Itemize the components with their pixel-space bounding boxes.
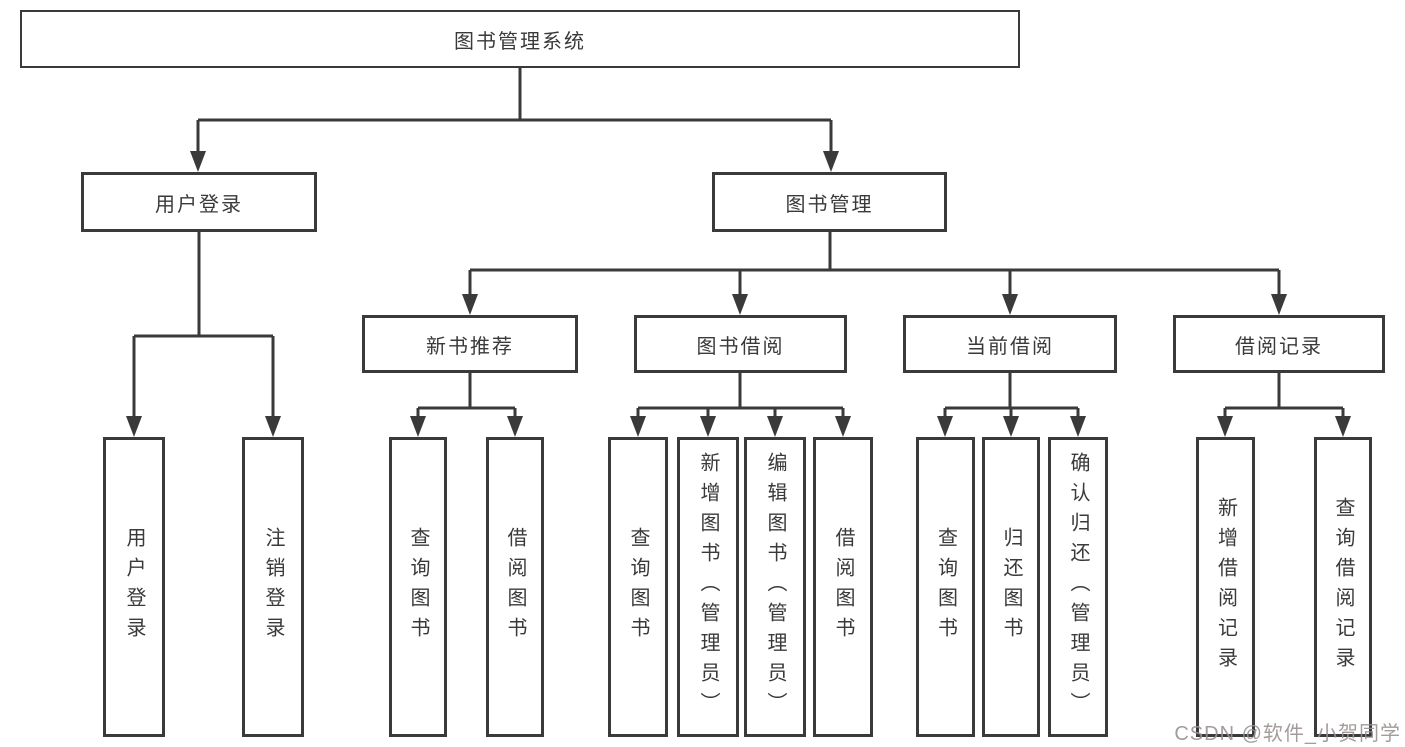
arrowhead-current-borrowing: [1002, 294, 1018, 315]
node-new-book-recommend: 新书推荐: [362, 315, 578, 373]
leaf-query-borrow-record: 查询借阅记录: [1314, 437, 1372, 737]
leaf-query-books-1: 查询图书: [389, 437, 447, 737]
arrowhead-user-login: [190, 151, 206, 172]
connector-user-login-children: [126, 232, 281, 437]
leaf-borrow-books-1-label: 借阅图书: [504, 527, 526, 647]
csdn-watermark: CSDN @软件_小贺同学: [1174, 723, 1401, 745]
connector-root-to-level2: [190, 68, 839, 172]
leaf-query-books-3: 查询图书: [916, 437, 975, 737]
node-current-borrowing-label: 当前借阅: [966, 335, 1054, 358]
arrowhead-book-management: [823, 151, 839, 172]
leaf-borrow-books-2: 借阅图书: [813, 437, 873, 737]
leaf-confirm-return-admin: 确认归还（管理员）: [1048, 437, 1108, 737]
leaf-return-books-label: 归还图书: [1000, 527, 1022, 647]
arrowhead-leaf-query-borrow-record: [1335, 416, 1351, 437]
arrowhead-leaf-add-borrow-record: [1217, 416, 1233, 437]
node-user-login: 用户登录: [81, 172, 317, 232]
leaf-user-login: 用户登录: [103, 437, 165, 737]
connector-new-book-recommend-children: [410, 373, 523, 437]
leaf-borrow-books-1: 借阅图书: [486, 437, 544, 737]
arrowhead-leaf-edit-books: [767, 416, 783, 437]
node-root-label: 图书管理系统: [454, 30, 586, 53]
leaf-add-books-admin: 新增图书（管理员）: [677, 437, 739, 737]
arrowhead-leaf-logout: [265, 416, 281, 437]
arrowhead-leaf-borrow-books-1: [507, 416, 523, 437]
arrowhead-leaf-query-books-2: [630, 416, 646, 437]
connector-borrowing-records-children: [1217, 373, 1351, 437]
leaf-query-borrow-record-label: 查询借阅记录: [1332, 497, 1354, 677]
leaf-add-borrow-record: 新增借阅记录: [1196, 437, 1255, 737]
leaf-confirm-return-admin-label: 确认归还（管理员）: [1067, 452, 1089, 722]
arrowhead-leaf-query-books-1: [410, 416, 426, 437]
node-book-borrowing: 图书借阅: [634, 315, 847, 373]
leaf-query-books-2: 查询图书: [608, 437, 668, 737]
node-book-management: 图书管理: [712, 172, 947, 232]
node-user-login-label: 用户登录: [155, 193, 243, 216]
node-borrowing-records: 借阅记录: [1173, 315, 1385, 373]
leaf-query-books-3-label: 查询图书: [934, 527, 957, 647]
arrowhead-leaf-user-login: [126, 416, 142, 437]
node-book-management-label: 图书管理: [785, 193, 874, 216]
leaf-logout: 注销登录: [242, 437, 304, 737]
leaf-edit-books-admin: 编辑图书（管理员）: [744, 437, 806, 737]
leaf-user-login-label: 用户登录: [123, 527, 145, 647]
connector-book-management-children: [462, 232, 1287, 315]
leaf-return-books: 归还图书: [982, 437, 1040, 737]
connector-current-borrowing-children: [937, 373, 1086, 437]
node-current-borrowing: 当前借阅: [903, 315, 1117, 373]
arrowhead-leaf-borrow-books-2: [835, 416, 851, 437]
leaf-edit-books-admin-label: 编辑图书（管理员）: [764, 452, 786, 722]
arrowhead-borrowing-records: [1271, 294, 1287, 315]
leaf-add-borrow-record-label: 新增借阅记录: [1214, 497, 1237, 677]
arrowhead-leaf-confirm-return: [1070, 416, 1086, 437]
node-new-book-recommend-label: 新书推荐: [426, 335, 514, 358]
node-root: 图书管理系统: [20, 10, 1020, 68]
leaf-query-books-2-label: 查询图书: [627, 527, 649, 647]
node-borrowing-records-label: 借阅记录: [1235, 335, 1323, 358]
leaf-add-books-admin-label: 新增图书（管理员）: [697, 452, 719, 722]
leaf-logout-label: 注销登录: [262, 527, 284, 647]
arrowhead-leaf-query-books-3: [937, 416, 953, 437]
arrowhead-leaf-return-books: [1003, 416, 1019, 437]
arrowhead-book-borrowing: [732, 294, 748, 315]
leaf-borrow-books-2-label: 借阅图书: [832, 527, 854, 647]
arrowhead-leaf-add-books: [700, 416, 716, 437]
connector-book-borrowing-children: [630, 373, 851, 437]
arrowhead-new-book-recommend: [462, 294, 478, 315]
node-book-borrowing-label: 图书借阅: [696, 335, 785, 358]
leaf-query-books-1-label: 查询图书: [407, 527, 429, 647]
